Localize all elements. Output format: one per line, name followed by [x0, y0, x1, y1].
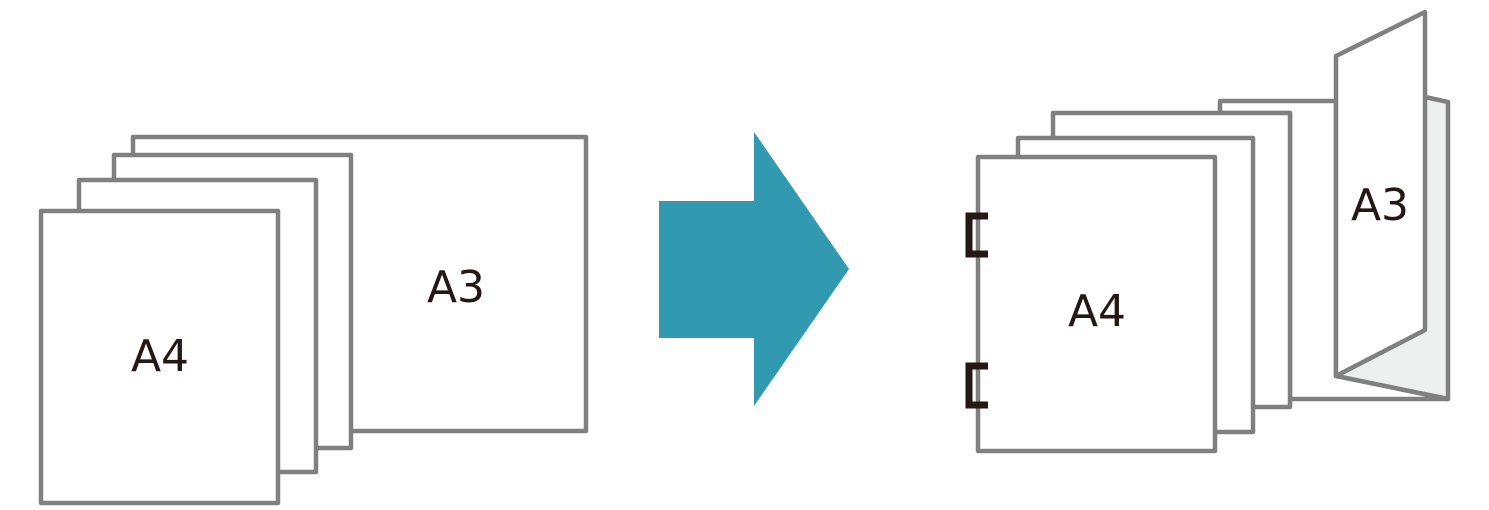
a4-sheet-front	[38, 208, 281, 506]
a4-label: A4	[1068, 286, 1126, 337]
a3-folded-flap	[1333, 9, 1428, 379]
a3-label: A3	[1351, 180, 1409, 231]
binder-clip-icon	[965, 362, 988, 409]
a4-label: A4	[131, 331, 189, 382]
binder-clip-icon	[965, 212, 988, 258]
before-stack: A4 A3	[38, 134, 589, 506]
a4-sheet-front	[975, 154, 1218, 454]
after-stack: A4 A3	[965, 9, 1451, 454]
right-arrow-icon	[659, 132, 849, 406]
a3-label: A3	[427, 262, 485, 313]
